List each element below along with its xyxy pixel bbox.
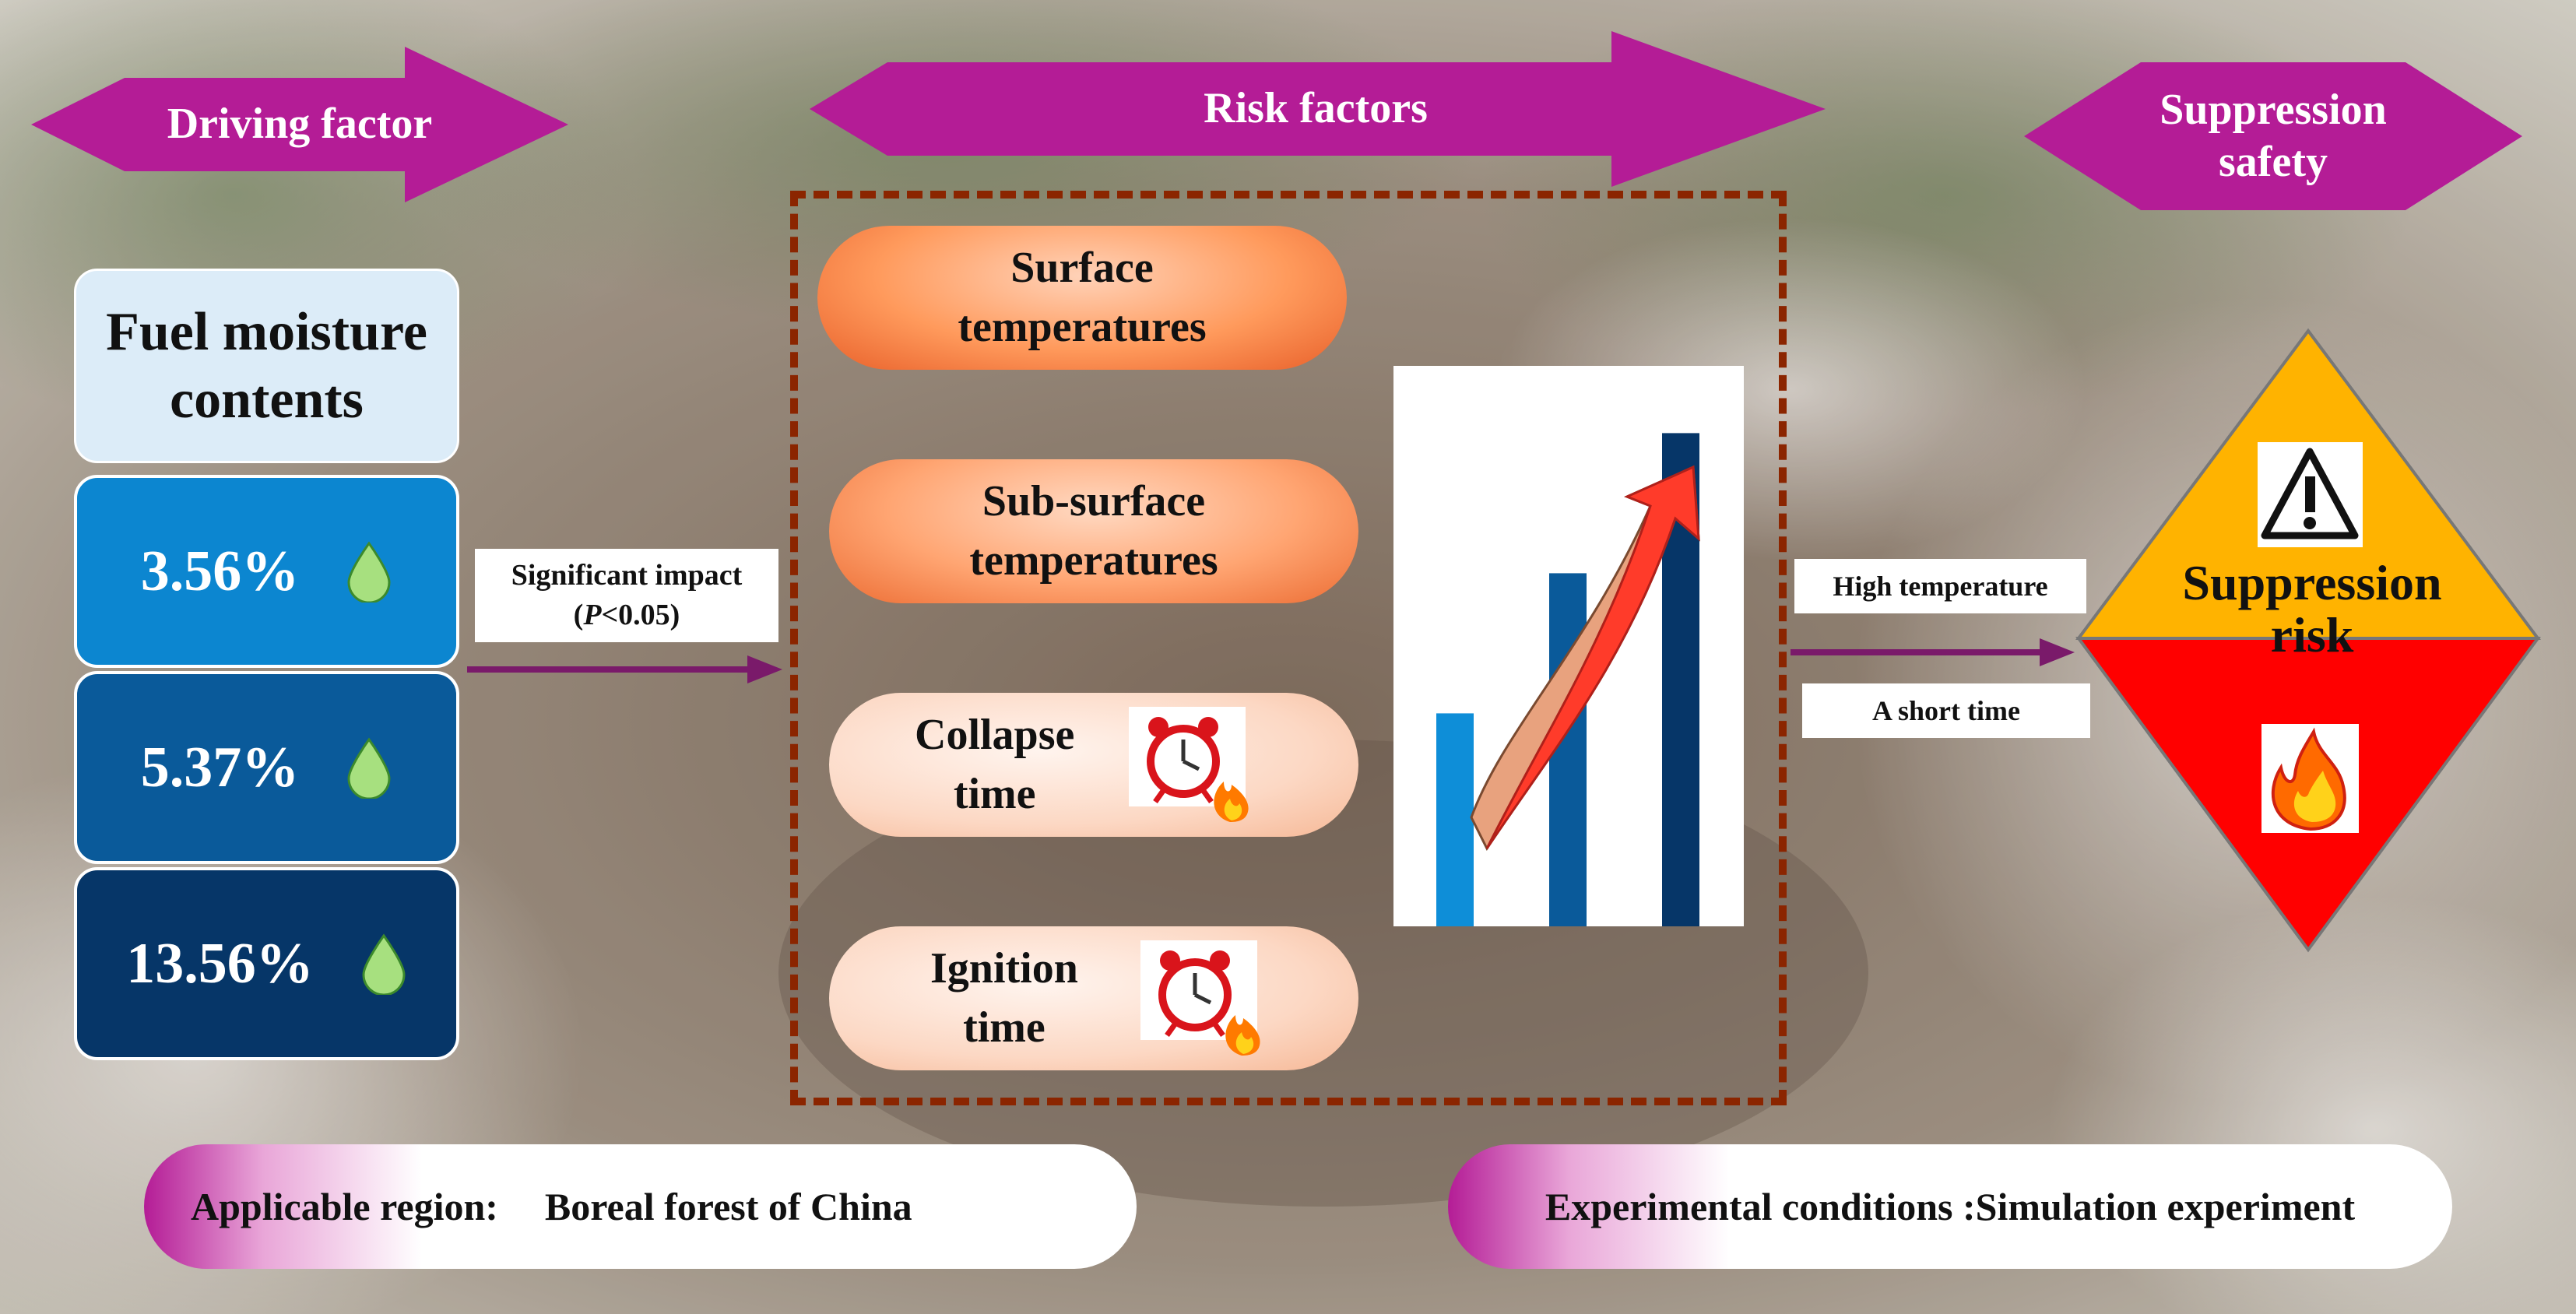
- short-time-label: A short time: [1802, 683, 2090, 738]
- pill-line1: Collapse: [915, 710, 1075, 759]
- impact-arrow: [467, 655, 782, 683]
- risk-factors-frame: [790, 191, 1787, 1105]
- fuel-moisture-title: Fuel moisture contents: [74, 269, 459, 463]
- significant-impact-line2: (P<0.05): [573, 599, 680, 631]
- water-drop-icon: [347, 541, 391, 603]
- suppression-risk-line1: Suppression: [2182, 555, 2442, 610]
- outcome-arrow: [1791, 638, 2075, 666]
- pill-line2: temperatures: [969, 536, 1218, 585]
- curved-up-arrow-icon: [1470, 465, 1700, 851]
- applicable-region-pill: Applicable region: Boreal forest of Chin…: [144, 1144, 1137, 1269]
- risk-factors-label: Risk factors: [1204, 84, 1428, 133]
- trend-bar: [1436, 713, 1474, 926]
- driving-factor-label: Driving factor: [167, 100, 433, 149]
- moisture-level-low: 3.56%: [74, 475, 459, 668]
- suppression-safety-line1: Suppression: [2160, 85, 2387, 134]
- experimental-conditions: Experimental conditions :Simulation expe…: [1545, 1185, 2356, 1228]
- suppression-risk-diamond: [2075, 328, 2541, 953]
- pill-surface-temperatures: Surface temperatures: [817, 226, 1347, 370]
- moisture-value: 13.56%: [126, 931, 314, 996]
- pill-line2: temperatures: [958, 302, 1207, 351]
- fire-icon: [2261, 724, 2359, 833]
- trend-chart: [1393, 366, 1744, 926]
- moisture-value: 3.56%: [140, 539, 300, 603]
- region-label: Applicable region:: [191, 1185, 498, 1228]
- significant-impact-line1: Significant impact: [511, 558, 743, 592]
- warning-icon: [2258, 442, 2363, 547]
- alarm-clock-fire-icon: [1140, 940, 1260, 1056]
- pill-ignition-time: Ignition time: [829, 926, 1358, 1070]
- risk-factors-arrow: [810, 31, 1826, 187]
- fuel-moisture-title-line1: Fuel moisture: [106, 301, 427, 362]
- pill-line1: Surface: [1010, 243, 1154, 292]
- pill-line2: time: [953, 769, 1036, 818]
- moisture-value: 5.37%: [140, 735, 300, 799]
- suppression-risk-line2: risk: [2270, 607, 2354, 663]
- pill-subsurface-temperatures: Sub-surface temperatures: [829, 459, 1358, 603]
- significant-impact-label: Significant impact (P<0.05): [475, 549, 778, 642]
- water-drop-icon: [362, 933, 406, 995]
- suppression-risk-label: Suppression risk: [2133, 555, 2491, 663]
- pill-line2: time: [963, 1003, 1046, 1052]
- high-temperature-label: High temperature: [1794, 559, 2086, 613]
- pill-line1: Sub-surface: [982, 476, 1206, 525]
- moisture-level-high: 13.56%: [74, 867, 459, 1060]
- region-value: Boreal forest of China: [544, 1185, 912, 1228]
- moisture-level-medium: 5.37%: [74, 671, 459, 864]
- driving-factor-arrow: [31, 47, 568, 202]
- fuel-moisture-title-line2: contents: [170, 370, 364, 430]
- suppression-safety-label: Suppression safety: [2102, 66, 2444, 206]
- pill-line1: Ignition: [930, 943, 1078, 993]
- alarm-clock-fire-icon: [1129, 706, 1249, 822]
- suppression-safety-hexagon: [2024, 62, 2522, 210]
- suppression-safety-line2: safety: [2219, 138, 2328, 186]
- water-drop-icon: [347, 737, 391, 799]
- pill-collapse-time: Collapse time: [829, 693, 1358, 837]
- experimental-conditions-pill: Experimental conditions :Simulation expe…: [1448, 1144, 2452, 1269]
